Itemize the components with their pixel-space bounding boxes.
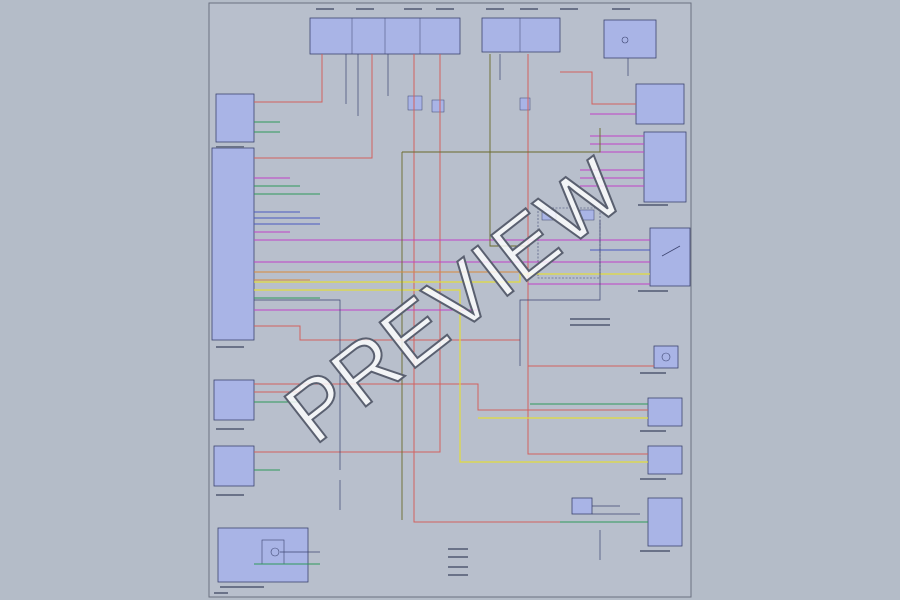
module-right-6 bbox=[647, 445, 683, 475]
wires-olive bbox=[401, 54, 601, 520]
switch-box-top-right bbox=[603, 19, 657, 59]
wires-yellow bbox=[254, 273, 650, 463]
module-right-7 bbox=[647, 497, 683, 547]
module-right-2 bbox=[643, 131, 687, 203]
module-right-1 bbox=[635, 83, 685, 125]
module-right-5 bbox=[647, 397, 683, 427]
module-right-3 bbox=[649, 227, 691, 287]
module-left-1 bbox=[215, 93, 255, 143]
module-left-4 bbox=[213, 445, 255, 487]
small-box-center-right bbox=[571, 497, 593, 515]
module-body-control bbox=[211, 147, 255, 341]
relay-block-3 bbox=[519, 97, 531, 111]
fuse-box-left bbox=[309, 17, 461, 55]
relay-block-2 bbox=[431, 99, 445, 113]
fuse-box-right bbox=[481, 17, 561, 53]
relay-block-1 bbox=[407, 95, 423, 111]
module-left-3 bbox=[213, 379, 255, 421]
wires-dark bbox=[254, 54, 640, 560]
module-right-4 bbox=[653, 345, 679, 369]
wires-magenta bbox=[254, 113, 650, 311]
wires-green bbox=[254, 121, 648, 565]
faint-label-marks bbox=[214, 8, 670, 594]
center-connector bbox=[537, 207, 601, 279]
module-bottom-left bbox=[217, 527, 309, 583]
wires-orange bbox=[254, 271, 520, 281]
